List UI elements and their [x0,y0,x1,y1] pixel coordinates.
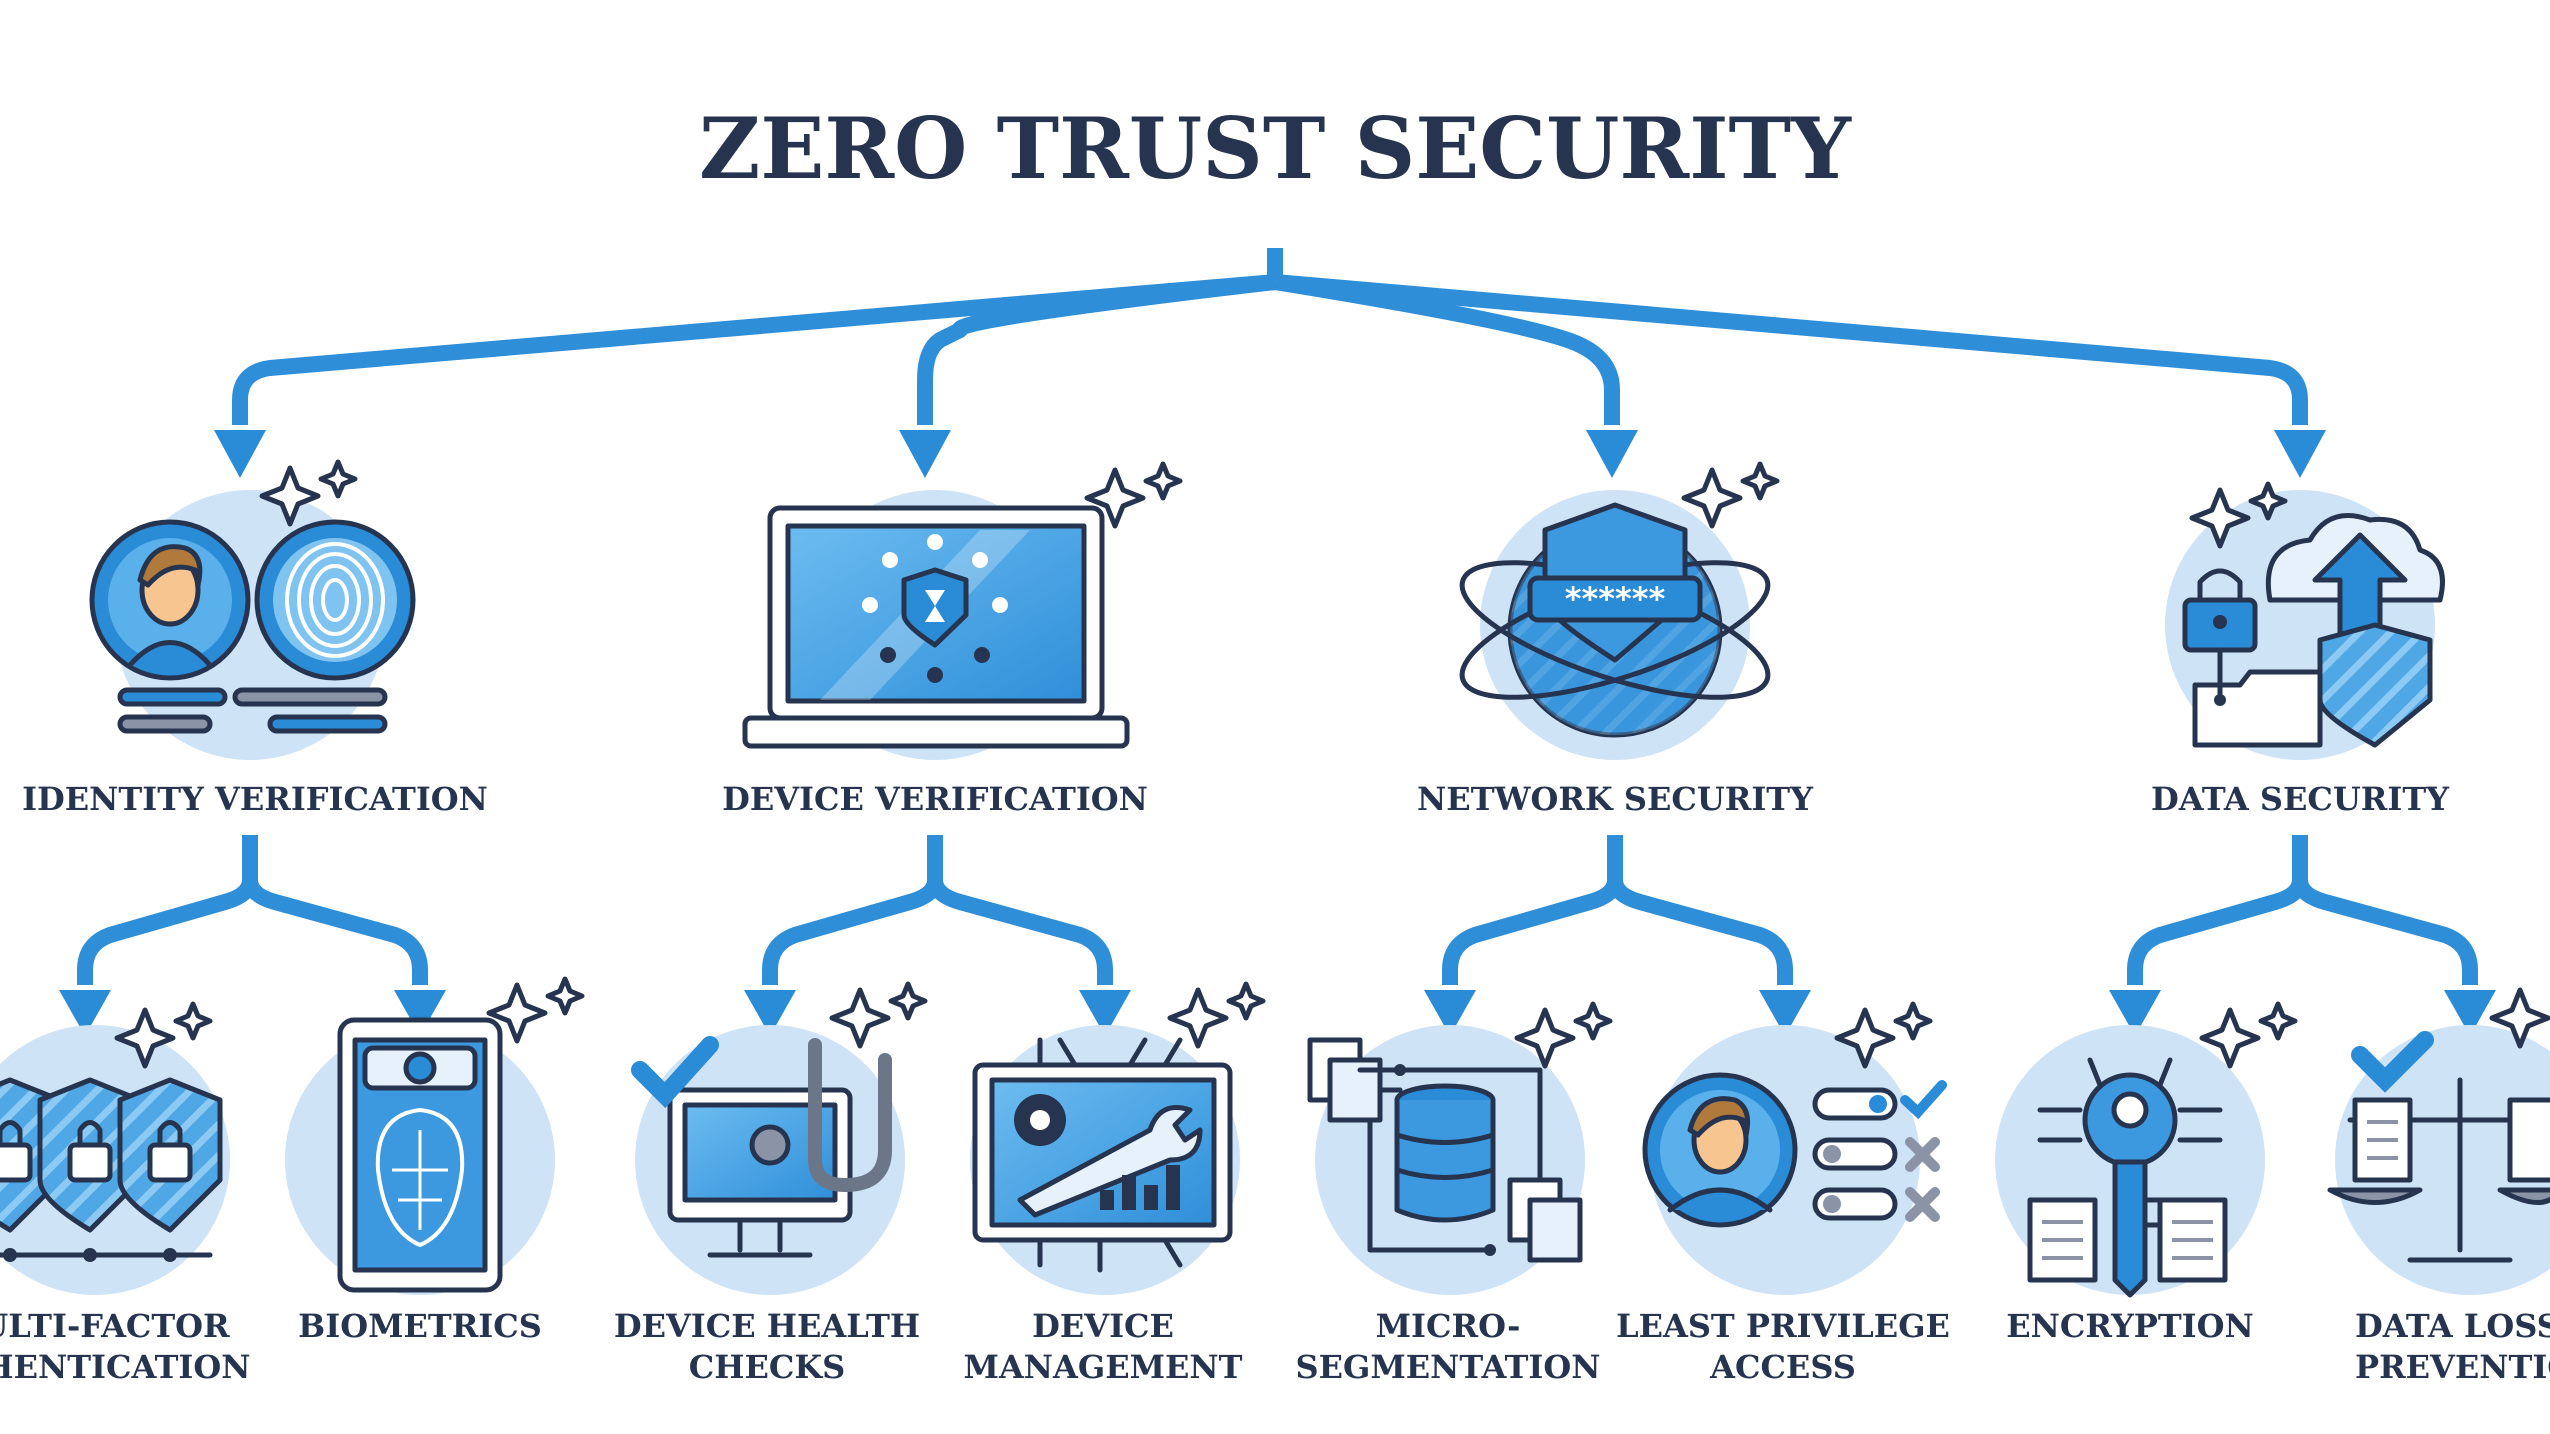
monitor-stethoscope-icon [631,1036,892,1258]
category-label-data: DATA SECURITY [2151,780,2450,818]
svg-text:******: ****** [1565,580,1666,618]
sub-label-micro-line2: SEGMENTATION [1296,1348,1601,1386]
laptop-shield-icon [742,505,1130,749]
arrow-head-network [1586,430,1638,478]
sub-item-multi-factor-authentication: ULTI-FACTOR THENTICATION [0,1001,250,1386]
sub-label-biometrics: BIOMETRICS [298,1307,542,1345]
sub-label-health-line2: CHECKS [689,1348,845,1386]
sub-item-least-privilege-access: LEAST PRIVILEGE ACCESS [1616,1001,1950,1386]
sparkle-icon [1681,461,1780,529]
identity-fingerprint-icon [89,519,416,734]
sparkle-icon [114,1001,213,1069]
sparkle-icon [1834,1001,1933,1069]
scale-documents-icon [2327,1031,2550,1263]
sparkle-icon [1167,981,1266,1049]
category-label-identity: IDENTITY VERIFICATION [22,780,488,818]
sub-label-mfa-line1: ULTI-FACTOR [0,1307,230,1345]
sub-label-management-line1: DEVICE [1032,1307,1174,1345]
sparkle-icon [1514,1001,1613,1069]
cloud-upload-lock-folder-icon [2182,513,2445,748]
page-title: ZERO TRUST SECURITY [699,99,1852,198]
sub-label-mfa-line2: THENTICATION [0,1348,250,1386]
sub-label-dlp-line1: DATA LOSS [2355,1307,2550,1345]
key-circuit-icon [2027,1057,2228,1298]
sub-label-health-line1: DEVICE HEALTH [614,1307,920,1345]
category-data-security: DATA SECURITY [2151,481,2450,818]
sub-label-management-line2: MANAGEMENT [964,1348,1243,1386]
sparkle-icon [486,976,585,1044]
sparkle-icon [2489,987,2550,1049]
sparkle-icon [259,459,358,527]
sub-label-micro-line1: MICRO- [1376,1307,1521,1345]
category-label-device: DEVICE VERIFICATION [722,780,1148,818]
category-label-network: NETWORK SECURITY [1417,780,1814,818]
category-network-security: ****** NETWORK SECURITY [1417,461,1814,818]
category-device-verification: DEVICE VERIFICATION [722,461,1183,818]
sparkle-icon [2199,1001,2298,1069]
sub-item-encryption: ENCRYPTION [1995,1001,2298,1345]
main-connector-arrows [214,248,2326,478]
sparkle-icon [829,981,928,1049]
sub-label-encryption: ENCRYPTION [2006,1307,2254,1345]
sub-connector-arrows [59,835,2496,1036]
sub-item-device-management: DEVICE MANAGEMENT [964,981,1266,1386]
arrow-head-device [899,430,951,478]
arrow-head-identity [214,430,266,478]
sub-item-micro-segmentation: MICRO- SEGMENTATION [1296,1001,1613,1386]
monitor-wrench-gear-icon [972,1037,1233,1273]
sub-item-biometrics: BIOMETRICS [285,976,585,1345]
sparkle-icon [1084,461,1183,529]
sub-label-privilege-line1: LEAST PRIVILEGE [1616,1307,1950,1345]
sub-item-device-health-checks: DEVICE HEALTH CHECKS [614,981,928,1386]
database-documents-icon [1307,1037,1583,1263]
user-permissions-icon [1642,1072,1947,1228]
category-identity-verification: IDENTITY VERIFICATION [22,459,488,818]
sub-item-data-loss-prevention: DATA LOSS PREVENTIO [2327,987,2550,1386]
globe-password-shield-icon: ****** [1459,502,1771,738]
sub-label-dlp-line2: PREVENTIO [2355,1348,2550,1386]
sub-label-privilege-line2: ACCESS [1709,1348,1856,1386]
arrow-head-data [2274,430,2326,478]
shield-lock-icon [0,1077,223,1262]
sparkle-icon [2189,481,2288,549]
face-scan-phone-icon [337,1017,503,1293]
